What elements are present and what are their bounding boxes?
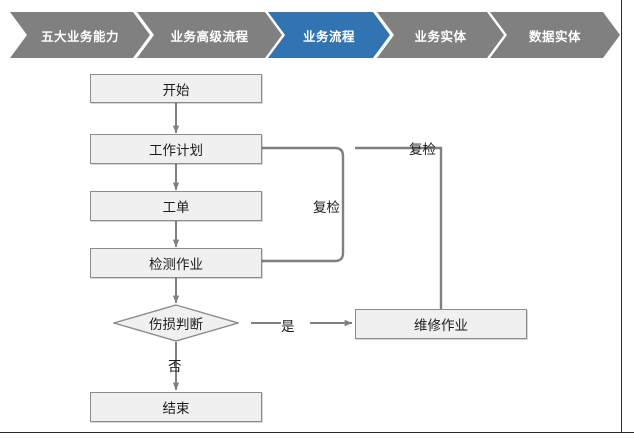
node-work-plan-label: 工作计划 [149,143,203,158]
page-border-bottom [0,432,634,433]
breadcrumb: 五大业务能力 业务高级流程 业务流程 业务实体 数据实体 [0,12,634,58]
node-repair[interactable]: 维修作业 [355,309,527,339]
breadcrumb-item-high-level-process[interactable]: 业务高级流程 [137,12,282,58]
edge-label-recheck-inner: 复检 [313,200,340,215]
node-end[interactable]: 结束 [90,392,262,422]
breadcrumb-item-label: 业务高级流程 [170,29,249,44]
edge-label-yes: 是 [281,319,295,334]
breadcrumb-item-business-process[interactable]: 业务流程 [268,12,390,58]
breadcrumb-item-label: 业务流程 [302,29,355,44]
breadcrumb-item-label: 五大业务能力 [40,29,119,44]
breadcrumb-item-label: 数据实体 [528,29,581,44]
node-inspection-label: 检测作业 [149,257,203,272]
page-border-right [621,0,622,433]
breadcrumb-item-business-entity[interactable]: 业务实体 [377,12,504,58]
node-end-label: 结束 [162,401,190,416]
edge-label-recheck-outer: 复检 [409,142,436,157]
breadcrumb-item-capabilities[interactable]: 五大业务能力 [10,12,150,58]
breadcrumb-item-label: 业务实体 [414,29,467,44]
process-flow-diagram: 开始 工作计划 工单 检测作业 伤损判断 维修作业 结束 复检 复检 是 否 [0,58,634,439]
node-inspection[interactable]: 检测作业 [90,248,262,278]
node-damage-decision[interactable]: 伤损判断 [113,304,239,342]
node-start-label: 开始 [162,82,190,98]
node-work-order-label: 工单 [162,200,190,215]
edge-recheck-outer [355,146,443,312]
node-repair-label: 维修作业 [414,318,468,333]
node-start[interactable]: 开始 [90,74,262,103]
diamond-shape [113,304,239,342]
node-damage-decision-label: 伤损判断 [149,317,203,332]
breadcrumb-item-data-entity[interactable]: 数据实体 [490,12,620,58]
edge-label-no: 否 [168,359,182,374]
node-work-plan[interactable]: 工作计划 [90,134,262,164]
node-work-order[interactable]: 工单 [90,191,262,221]
